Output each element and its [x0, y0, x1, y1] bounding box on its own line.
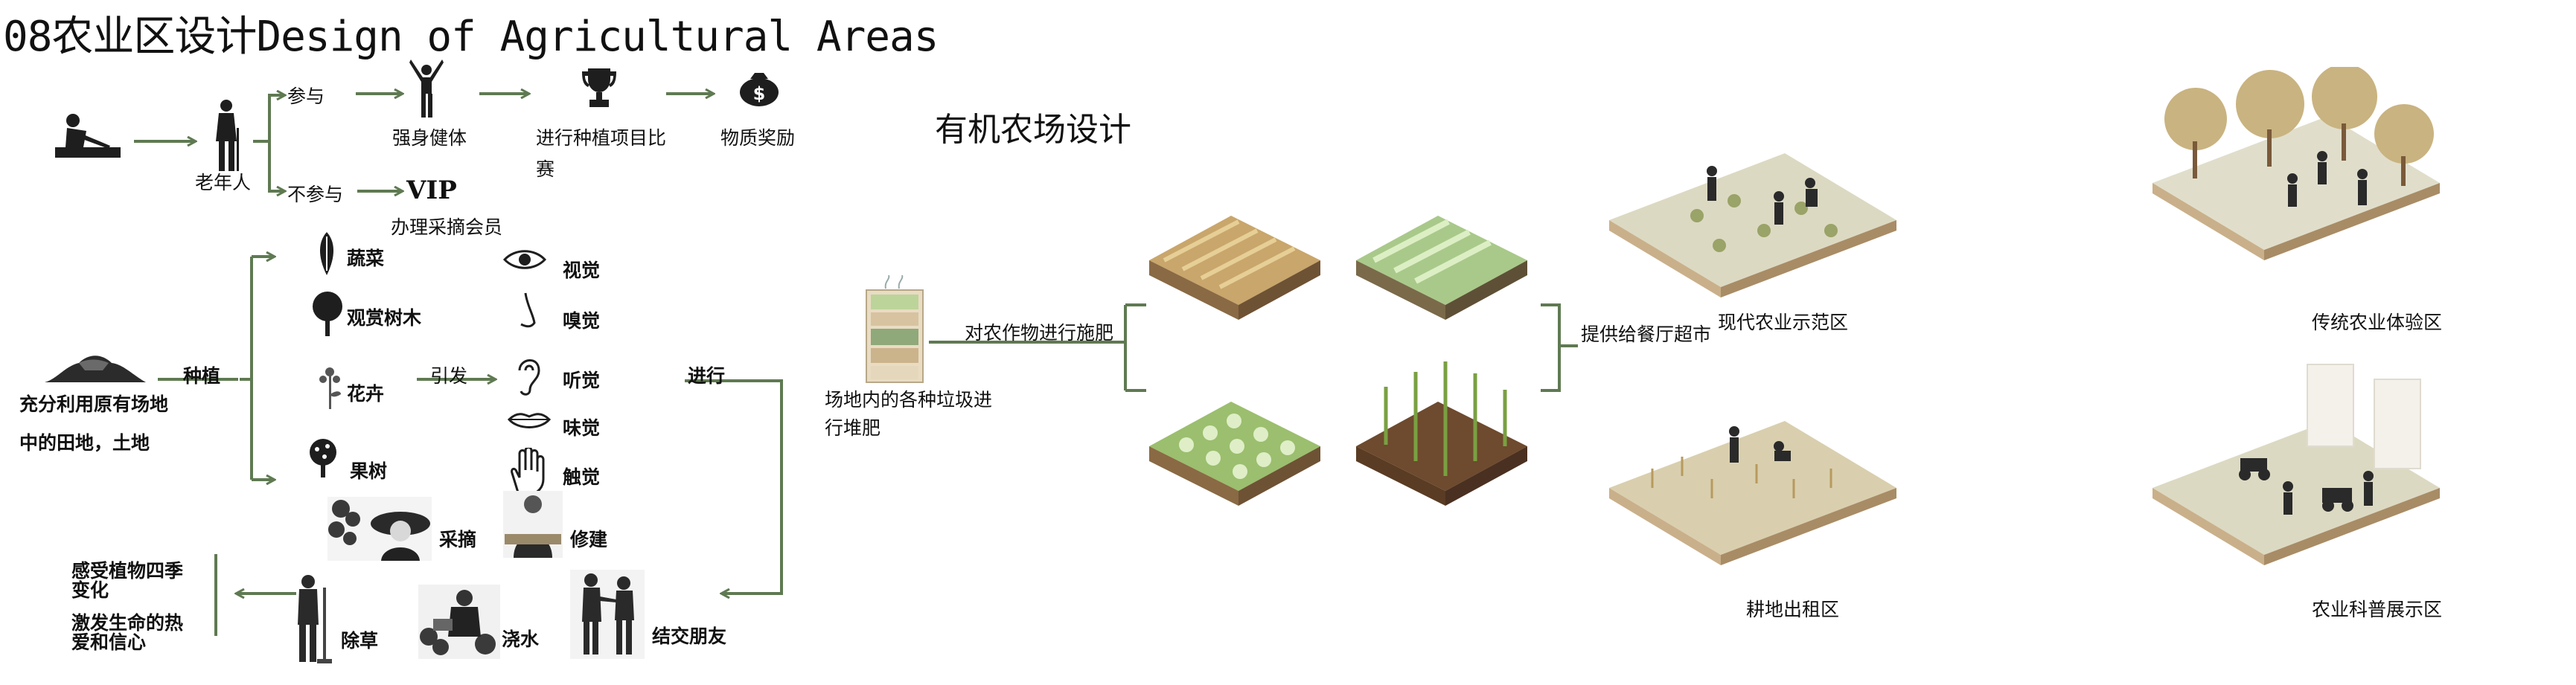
hearing-label: 听觉	[563, 370, 601, 391]
sight-label: 视觉	[563, 260, 601, 281]
fertilize-label: 对农作物进行施肥	[965, 322, 1114, 344]
taste-label: 味觉	[563, 417, 601, 439]
fruit-tree-icon	[310, 439, 336, 477]
weeding-label: 除草	[341, 630, 379, 652]
friends-label: 结交朋友	[652, 625, 727, 647]
trophy-icon	[582, 68, 616, 107]
compost-label-line1: 场地内的各种垃圾进	[825, 389, 993, 411]
weeding-photo	[298, 575, 332, 663]
member-label: 办理采摘会员	[391, 216, 503, 238]
feel-label-line2: 变化	[71, 579, 109, 601]
mound-land-icon	[45, 356, 146, 382]
trees-label: 观赏树木	[347, 307, 422, 329]
rental-farmland-tile	[1609, 421, 1896, 565]
contest-label-line2: 赛	[536, 158, 555, 180]
organic-farm-heading: 有机农场设计	[935, 111, 1131, 149]
watering-label: 浇水	[502, 628, 540, 650]
traditional-agriculture-tile	[2152, 67, 2440, 260]
flower-icon	[319, 367, 341, 409]
money-bag-icon: $	[740, 73, 779, 106]
compost-bin-image	[866, 275, 924, 383]
not-participate-label: 不参与	[287, 184, 344, 205]
traditional-zone-label: 传统农业体验区	[2312, 312, 2443, 333]
participate-label: 参与	[287, 86, 325, 107]
feel-label-line1: 感受植物四季	[71, 560, 184, 582]
fruit-trees-label: 果树	[350, 460, 388, 482]
flowers-label: 花卉	[347, 383, 385, 405]
wheat-field-tile	[1149, 216, 1320, 320]
vegetables-label: 蔬菜	[347, 248, 385, 269]
supply-label: 提供给餐厅超市	[1581, 324, 1712, 345]
vegetable-icon	[319, 232, 334, 275]
proceed-label: 进行	[688, 365, 726, 387]
watering-photo	[418, 585, 500, 659]
page-title: 08农业区设计Design of Agricultural Areas	[3, 13, 939, 61]
greenhouse-crop-tile	[1356, 216, 1527, 320]
picking-photo	[327, 497, 432, 561]
vegetable-crop-tile	[1149, 402, 1320, 506]
science-exhibition-tile	[2152, 364, 2440, 565]
ear-icon	[518, 359, 540, 396]
science-zone-label: 农业科普展示区	[2312, 599, 2443, 620]
building-photo	[503, 491, 563, 558]
modern-zone-label: 现代农业示范区	[1718, 312, 1849, 333]
ornamental-tree-icon	[313, 292, 342, 336]
elderly-label: 老年人	[195, 172, 252, 193]
friends-photo	[570, 570, 645, 659]
reward-label: 物质奖励	[720, 127, 796, 149]
corn-crop-tile	[1356, 361, 1527, 506]
picking-label: 采摘	[439, 529, 477, 550]
contest-label-line1: 进行种植项目比	[536, 127, 667, 149]
svg-text:$: $	[753, 83, 766, 104]
eye-icon	[503, 250, 546, 269]
mouth-icon	[508, 413, 551, 428]
trigger-label: 引发	[430, 365, 468, 387]
compost-label-line2: 行堆肥	[825, 417, 881, 439]
nose-icon	[520, 292, 536, 328]
modern-agriculture-tile	[1609, 153, 1896, 298]
rental-zone-label: 耕地出租区	[1746, 599, 1840, 620]
fitness-figure-icon	[409, 60, 444, 118]
smell-label: 嗅觉	[563, 310, 601, 332]
inspire-label-line2: 爱和信心	[71, 631, 147, 653]
elderly-person-icon	[216, 100, 239, 171]
vip-label: VIP	[406, 176, 457, 205]
touch-label: 触觉	[563, 466, 601, 488]
inspire-label-line1: 激发生命的热	[71, 612, 184, 634]
land-label-line1: 充分利用原有场地	[19, 393, 169, 415]
land-label-line2: 中的田地，土地	[19, 432, 150, 454]
plant-label: 种植	[183, 365, 221, 387]
worker-icon	[55, 114, 121, 158]
building-label: 修建	[570, 529, 608, 550]
fitness-label: 强身健体	[392, 127, 467, 149]
hand-icon	[511, 448, 545, 495]
